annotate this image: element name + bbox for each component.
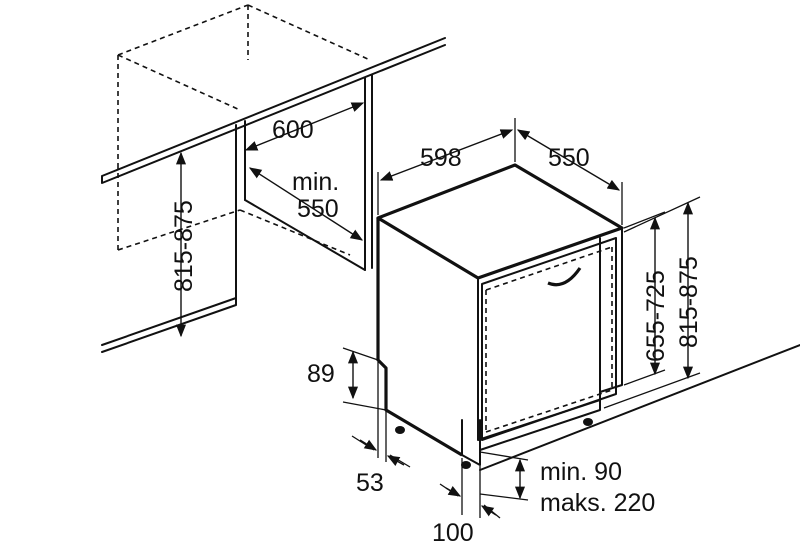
door-height-label: 655-725: [642, 270, 670, 362]
niche-height-right-label: 815-875: [675, 256, 703, 348]
niche-height-left-label: 815-875: [170, 200, 198, 292]
plinth-depth-label: 100: [432, 519, 474, 547]
plinth-min-label: min. 90: [540, 458, 622, 486]
plinth-height-dimension: min. 90 maks. 220: [479, 451, 655, 517]
base-recess-label: 53: [356, 469, 384, 497]
niche-width-label: 600: [272, 116, 314, 144]
door-height-dimension: 655-725: [623, 211, 670, 386]
niche-depth-min-label: min.: [292, 168, 339, 196]
appliance-width-dimension: 598: [377, 118, 516, 215]
niche-depth-value-label: 550: [297, 195, 339, 223]
niche-width-dimension: 600: [244, 102, 365, 151]
niche-height-left-dimension: 815-875: [170, 151, 198, 338]
dishwasher-body: [376, 163, 624, 469]
kitchen-niche: [101, 4, 446, 353]
appliance-width-label: 598: [420, 144, 462, 172]
appliance-depth-dimension: 550: [516, 129, 623, 225]
base-height-label: 89: [307, 360, 335, 388]
base-recess-dimension: 53: [351, 362, 411, 497]
base-height-dimension: 89: [307, 347, 387, 411]
floor-line: [479, 344, 800, 471]
plinth-max-label: maks. 220: [540, 489, 655, 517]
plinth-depth-dimension: 100: [432, 458, 501, 547]
niche-depth-dimension: min. 550: [248, 167, 364, 241]
niche-height-right-dimension: 815-875: [603, 196, 703, 409]
appliance-depth-label: 550: [548, 144, 590, 172]
